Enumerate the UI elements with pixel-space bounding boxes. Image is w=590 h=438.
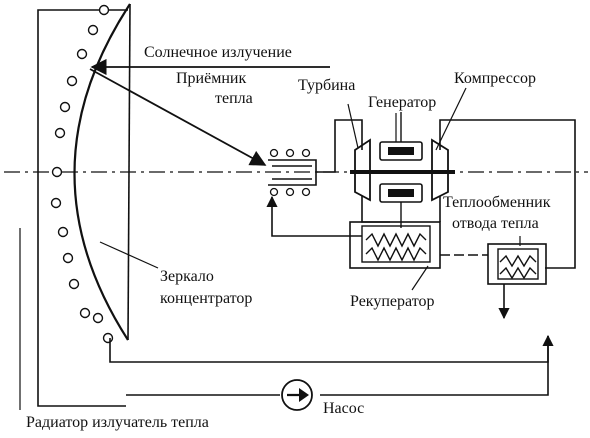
generator-label: Генератор <box>368 94 437 111</box>
recuperator <box>349 221 441 269</box>
heat-receiver-label-line1: Приёмник <box>176 70 247 87</box>
heat-exchanger-label-line2: отвода тепла <box>452 215 539 232</box>
pipe-radiator-return <box>109 334 554 363</box>
turbine <box>354 138 371 202</box>
leader-mirror <box>99 241 159 269</box>
compressor-label: Компрессор <box>454 70 536 87</box>
heat-receiver-label-line2: тепла <box>215 90 253 107</box>
leader-compressor <box>435 87 467 151</box>
compressor <box>431 138 449 202</box>
radiator-frame <box>37 9 128 407</box>
pipe-pump-loop <box>320 336 549 396</box>
mirror-label-line2: концентратор <box>160 290 253 307</box>
generator <box>379 112 423 228</box>
reflected-ray <box>89 68 267 166</box>
solar-radiation-label: Солнечное излучение <box>144 44 292 61</box>
mirror-chord <box>127 3 131 341</box>
pipe-receiver-to-turbine <box>316 119 363 173</box>
pump-label: Насос <box>323 400 365 417</box>
heat-rejection-exchanger <box>487 243 547 285</box>
concentrator-mirror <box>73 3 131 341</box>
pipe-exchanger-to-compressor <box>439 119 576 269</box>
pipe-turbine-to-recuperator <box>361 196 390 223</box>
radiator-label: Радиатор излучатель тепла <box>26 414 209 431</box>
recuperator-label: Рекуператор <box>350 293 435 310</box>
pipe-recuperator-to-receiver <box>266 195 362 237</box>
turbine-label: Турбина <box>298 77 356 94</box>
heat-exchanger-label-line1: Теплообменник <box>443 194 551 211</box>
leader-recuperator <box>411 265 429 291</box>
mirror-label-line1: Зеркало <box>160 268 214 285</box>
leader-turbine <box>347 103 359 149</box>
pump <box>281 379 313 411</box>
radiator-tubes <box>50 4 114 344</box>
